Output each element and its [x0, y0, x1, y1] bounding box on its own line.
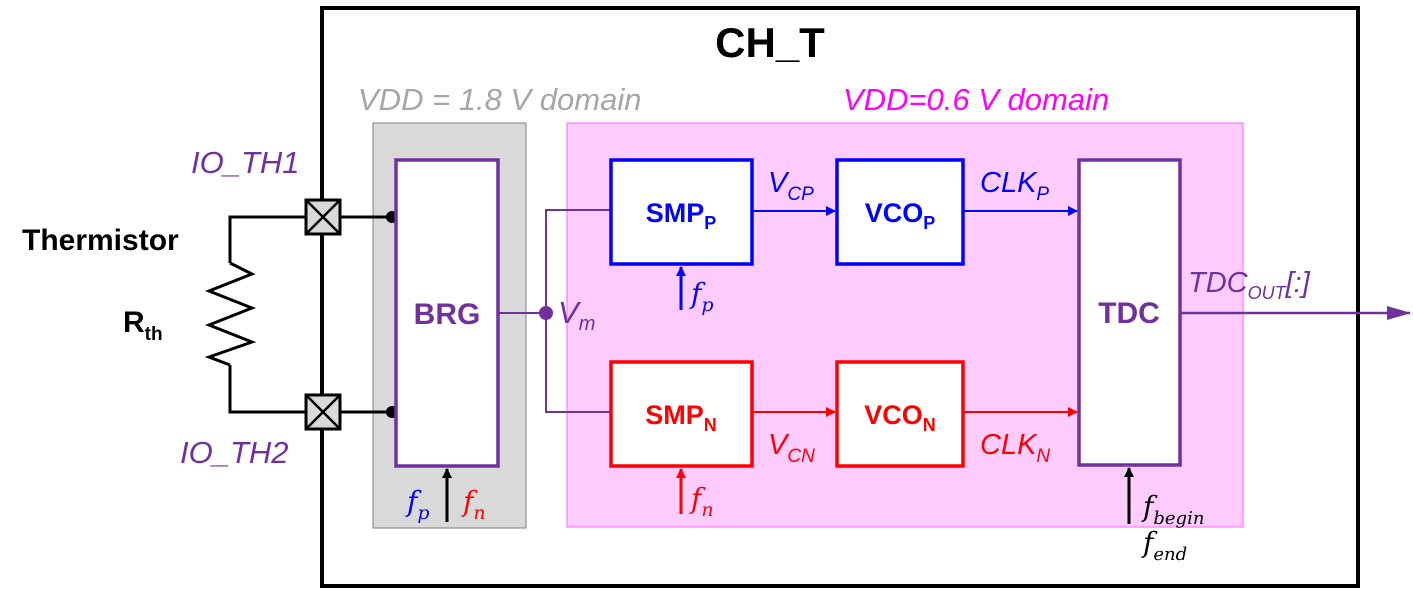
thermistor-label: Thermistor — [22, 224, 179, 257]
vco-n-label: VCON — [864, 400, 936, 435]
vcp-label: VCP — [768, 167, 814, 205]
io-th1-label: IO_TH1 — [191, 145, 300, 180]
clkn-label: CLKN — [980, 429, 1050, 467]
brg-block — [394, 158, 500, 468]
brg-label: BRG — [414, 298, 481, 331]
vco-p-label: VCOP — [865, 198, 936, 233]
rth-label: Rth — [123, 306, 163, 345]
vco-n-block — [835, 360, 965, 468]
clkp-label: CLKP — [980, 167, 1049, 205]
smp-n-label: SMPN — [645, 400, 717, 435]
io-th2-label: IO_TH2 — [180, 435, 289, 470]
tdc-label: TDC — [1098, 297, 1160, 330]
lv-domain-label: VDD=0.6 V domain — [843, 82, 1109, 117]
thermistor-zigzag — [204, 261, 257, 367]
vcn-label: VCN — [768, 429, 815, 467]
tdc-block — [1077, 158, 1182, 467]
io-pad-th1 — [304, 198, 342, 236]
vm-label: Vm — [558, 295, 595, 335]
ch-t-title: CH_T — [715, 19, 825, 66]
smp-n-block — [609, 360, 754, 468]
thermistor-wiring — [204, 215, 392, 414]
io-pad-th2 — [304, 393, 342, 431]
hv-domain-label: VDD = 1.8 V domain — [358, 82, 641, 117]
brg-fn-label: fn — [461, 485, 486, 524]
vm-node — [539, 306, 553, 320]
smp-p-label: SMPP — [646, 198, 717, 233]
tdc-out-label: TDCOUT[:] — [1188, 267, 1311, 303]
vco-p-block — [835, 158, 965, 266]
